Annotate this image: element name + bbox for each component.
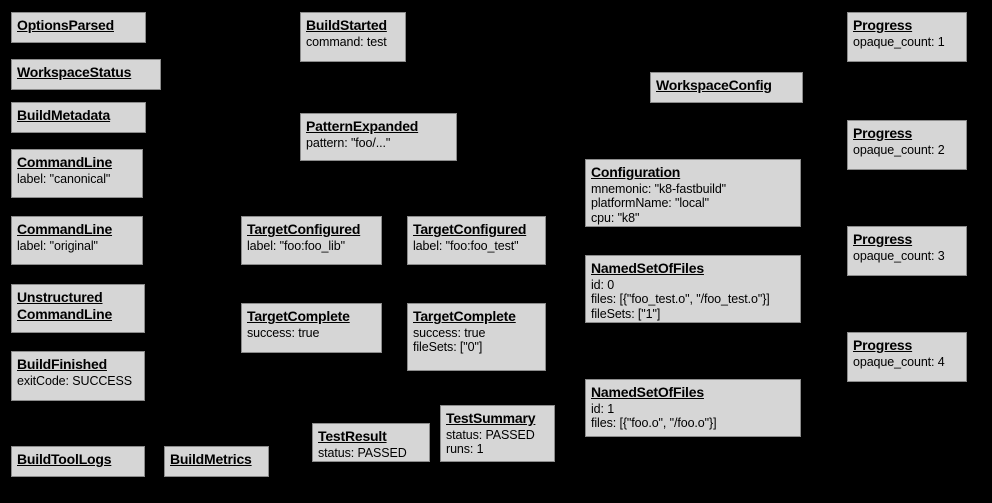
node-title: NamedSetOfFiles — [591, 260, 704, 276]
node-title: TestResult — [318, 428, 387, 444]
node-fields: success: true fileSets: ["0"] — [413, 325, 486, 355]
node-title: BuildStarted — [306, 17, 387, 33]
node-title: BuildMetadata — [17, 107, 111, 123]
node-title: NamedSetOfFiles — [591, 384, 704, 400]
node-fields: label: "original" — [17, 238, 98, 253]
node-build-tool-logs[interactable]: BuildToolLogs — [11, 446, 145, 477]
node-title: TargetComplete — [413, 308, 516, 324]
node-title: Progress — [853, 125, 913, 141]
node-title: BuildFinished — [17, 356, 107, 372]
node-fields: label: "canonical" — [17, 171, 111, 186]
node-fields: opaque_count: 2 — [853, 142, 945, 157]
node-title: Progress — [853, 337, 913, 353]
node-fields: success: true — [247, 325, 320, 340]
node-fields: opaque_count: 4 — [853, 354, 945, 369]
node-title: PatternExpanded — [306, 118, 419, 134]
node-fields: status: PASSED runs: 1 — [446, 427, 535, 457]
node-title: TargetComplete — [247, 308, 350, 324]
node-fields: command: test — [306, 34, 387, 49]
node-fields: exitCode: SUCCESS — [17, 373, 133, 388]
node-fields: label: "foo:foo_lib" — [247, 238, 345, 253]
node-fields: status: PASSED — [318, 445, 407, 460]
node-title: TargetConfigured — [413, 221, 527, 237]
node-title: CommandLine — [17, 154, 113, 170]
node-title: BuildMetrics — [170, 451, 252, 467]
node-title: Configuration — [591, 164, 681, 180]
node-fields: id: 0 files: [{"foo_test.o", "/foo_test.… — [591, 277, 770, 322]
node-workspace-status[interactable]: WorkspaceStatus — [11, 59, 161, 90]
node-fields: label: "foo:foo_test" — [413, 238, 519, 253]
node-title: TargetConfigured — [247, 221, 361, 237]
node-workspace-config[interactable]: WorkspaceConfig — [650, 72, 803, 103]
node-title: OptionsParsed — [17, 17, 114, 33]
node-title: BuildToolLogs — [17, 451, 112, 467]
node-build-metadata[interactable]: BuildMetadata — [11, 102, 146, 133]
node-title: WorkspaceConfig — [656, 77, 772, 93]
node-options-parsed[interactable]: OptionsParsed — [11, 12, 146, 43]
node-fields: opaque_count: 3 — [853, 248, 945, 263]
node-build-metrics[interactable]: BuildMetrics — [164, 446, 269, 477]
node-fields: mnemonic: "k8-fastbuild" platformName: "… — [591, 181, 727, 226]
node-fields: opaque_count: 1 — [853, 34, 945, 49]
node-title: Progress — [853, 17, 913, 33]
node-title: CommandLine — [17, 221, 113, 237]
node-title: Unstructured CommandLine — [17, 289, 113, 322]
node-unstructured-command-line[interactable]: Unstructured CommandLine — [11, 284, 145, 333]
node-title: WorkspaceStatus — [17, 64, 132, 80]
node-fields: pattern: "foo/..." — [306, 135, 391, 150]
node-title: TestSummary — [446, 410, 536, 426]
node-fields: id: 1 files: [{"foo.o", "/foo.o"}] — [591, 401, 717, 431]
node-title: Progress — [853, 231, 913, 247]
